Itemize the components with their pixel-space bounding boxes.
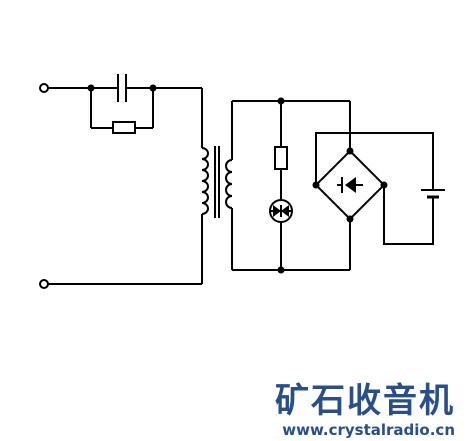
capacitor [117,74,127,102]
junction-dot [87,84,95,92]
primary-coil [201,147,209,215]
rc-network [48,87,202,129]
transformer [201,146,233,218]
dc-output-wire-top [315,132,434,185]
resistor-input [112,121,136,134]
junction-dot [149,84,157,92]
bridge-rectifier [314,149,386,221]
watermark-title: 矿石收音机 [275,381,455,421]
input-terminal-top [39,83,49,93]
junction-dot [277,266,285,274]
junction-dot [346,215,354,223]
input-terminal-bottom [39,279,49,289]
neon-lamp [269,199,293,223]
dc-output-wire-bottom [383,185,434,245]
junction-dot [277,97,285,105]
battery [421,185,445,202]
secondary-coil [225,159,233,209]
site-watermark: 矿石收音机 www.crystalradio.cn [275,381,455,439]
watermark-url: www.crystalradio.cn [282,421,455,439]
junction-dot [346,147,354,155]
resistor-series [274,146,288,170]
